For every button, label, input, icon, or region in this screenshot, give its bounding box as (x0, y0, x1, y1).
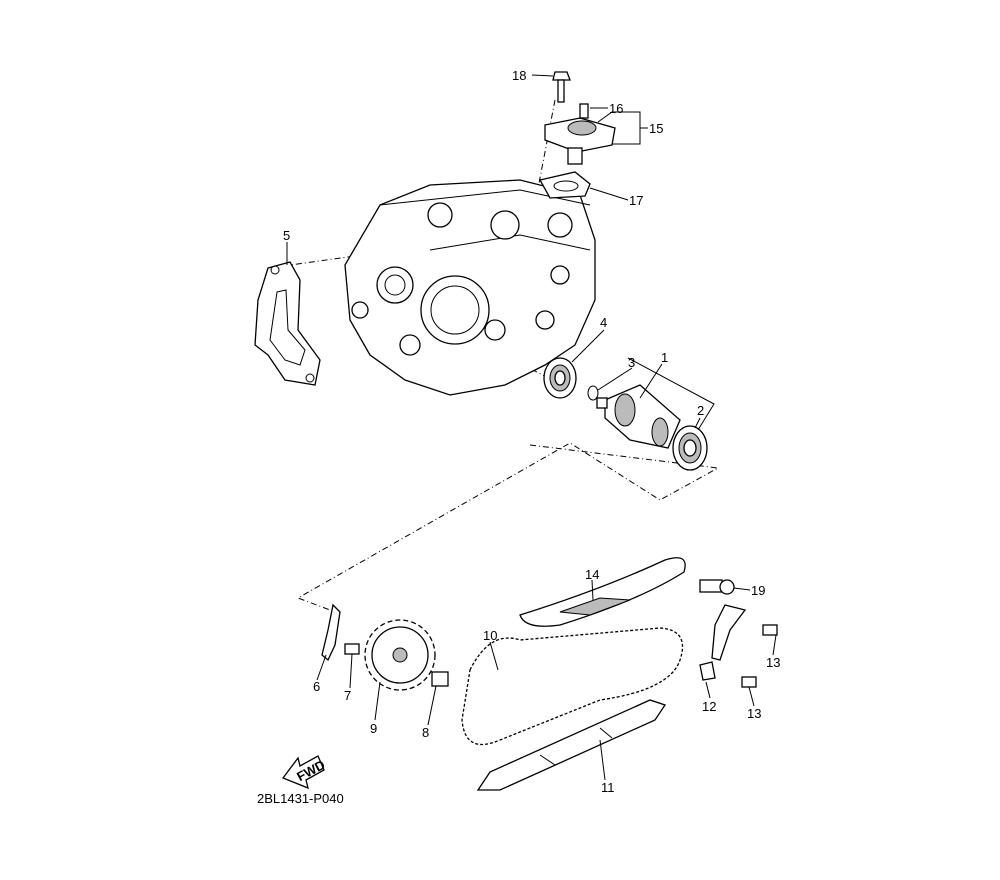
callout-4: 4 (600, 315, 607, 330)
part-6-plate (321, 603, 341, 662)
cylinder-head (344, 179, 596, 396)
part-1-camshaft (596, 384, 681, 449)
callout-17: 17 (629, 193, 643, 208)
callout-9: 9 (370, 721, 377, 736)
part-12-tensioner-arm (699, 604, 747, 681)
part-11-guide (476, 699, 667, 791)
part-2-bearing (672, 425, 708, 471)
part-19-bolt (699, 579, 735, 595)
leader-lines (286, 74, 777, 781)
callout-16: 16 (609, 101, 623, 116)
callout-11: 11 (601, 780, 615, 795)
part-17-gasket (539, 171, 591, 199)
callout-3: 3 (628, 355, 635, 370)
callout-19: 19 (751, 583, 765, 598)
part-3-circlip (587, 385, 599, 401)
fwd-arrow-icon: FWD (281, 755, 327, 790)
part-8-bolt (431, 671, 449, 687)
part-9-sprocket (364, 619, 436, 691)
callout-14: 14 (585, 567, 599, 582)
callout-7: 7 (344, 688, 351, 703)
callout-5: 5 (283, 228, 290, 243)
part-10-chain (461, 627, 684, 746)
callout-labels: 18 16 15 17 5 4 3 1 2 14 19 10 6 7 9 8 1… (283, 68, 780, 795)
callout-13a: 13 (766, 655, 780, 670)
callout-1: 1 (661, 350, 668, 365)
part-5-gasket (254, 261, 321, 386)
part-15-tensioner (544, 103, 616, 165)
part-4-bearing (543, 357, 577, 399)
part-16-cap (579, 103, 589, 119)
callout-13b: 13 (747, 706, 761, 721)
callout-2: 2 (697, 403, 704, 418)
part-7-bolt (344, 643, 360, 655)
callout-6: 6 (313, 679, 320, 694)
part-18-bolt (552, 71, 571, 103)
callout-12: 12 (702, 699, 716, 714)
callout-10: 10 (483, 628, 497, 643)
diagram-code: 2BL1431-P040 (257, 791, 344, 806)
callout-8: 8 (422, 725, 429, 740)
callout-15: 15 (649, 121, 663, 136)
part-14-guide (519, 557, 686, 627)
callout-18: 18 (512, 68, 526, 83)
